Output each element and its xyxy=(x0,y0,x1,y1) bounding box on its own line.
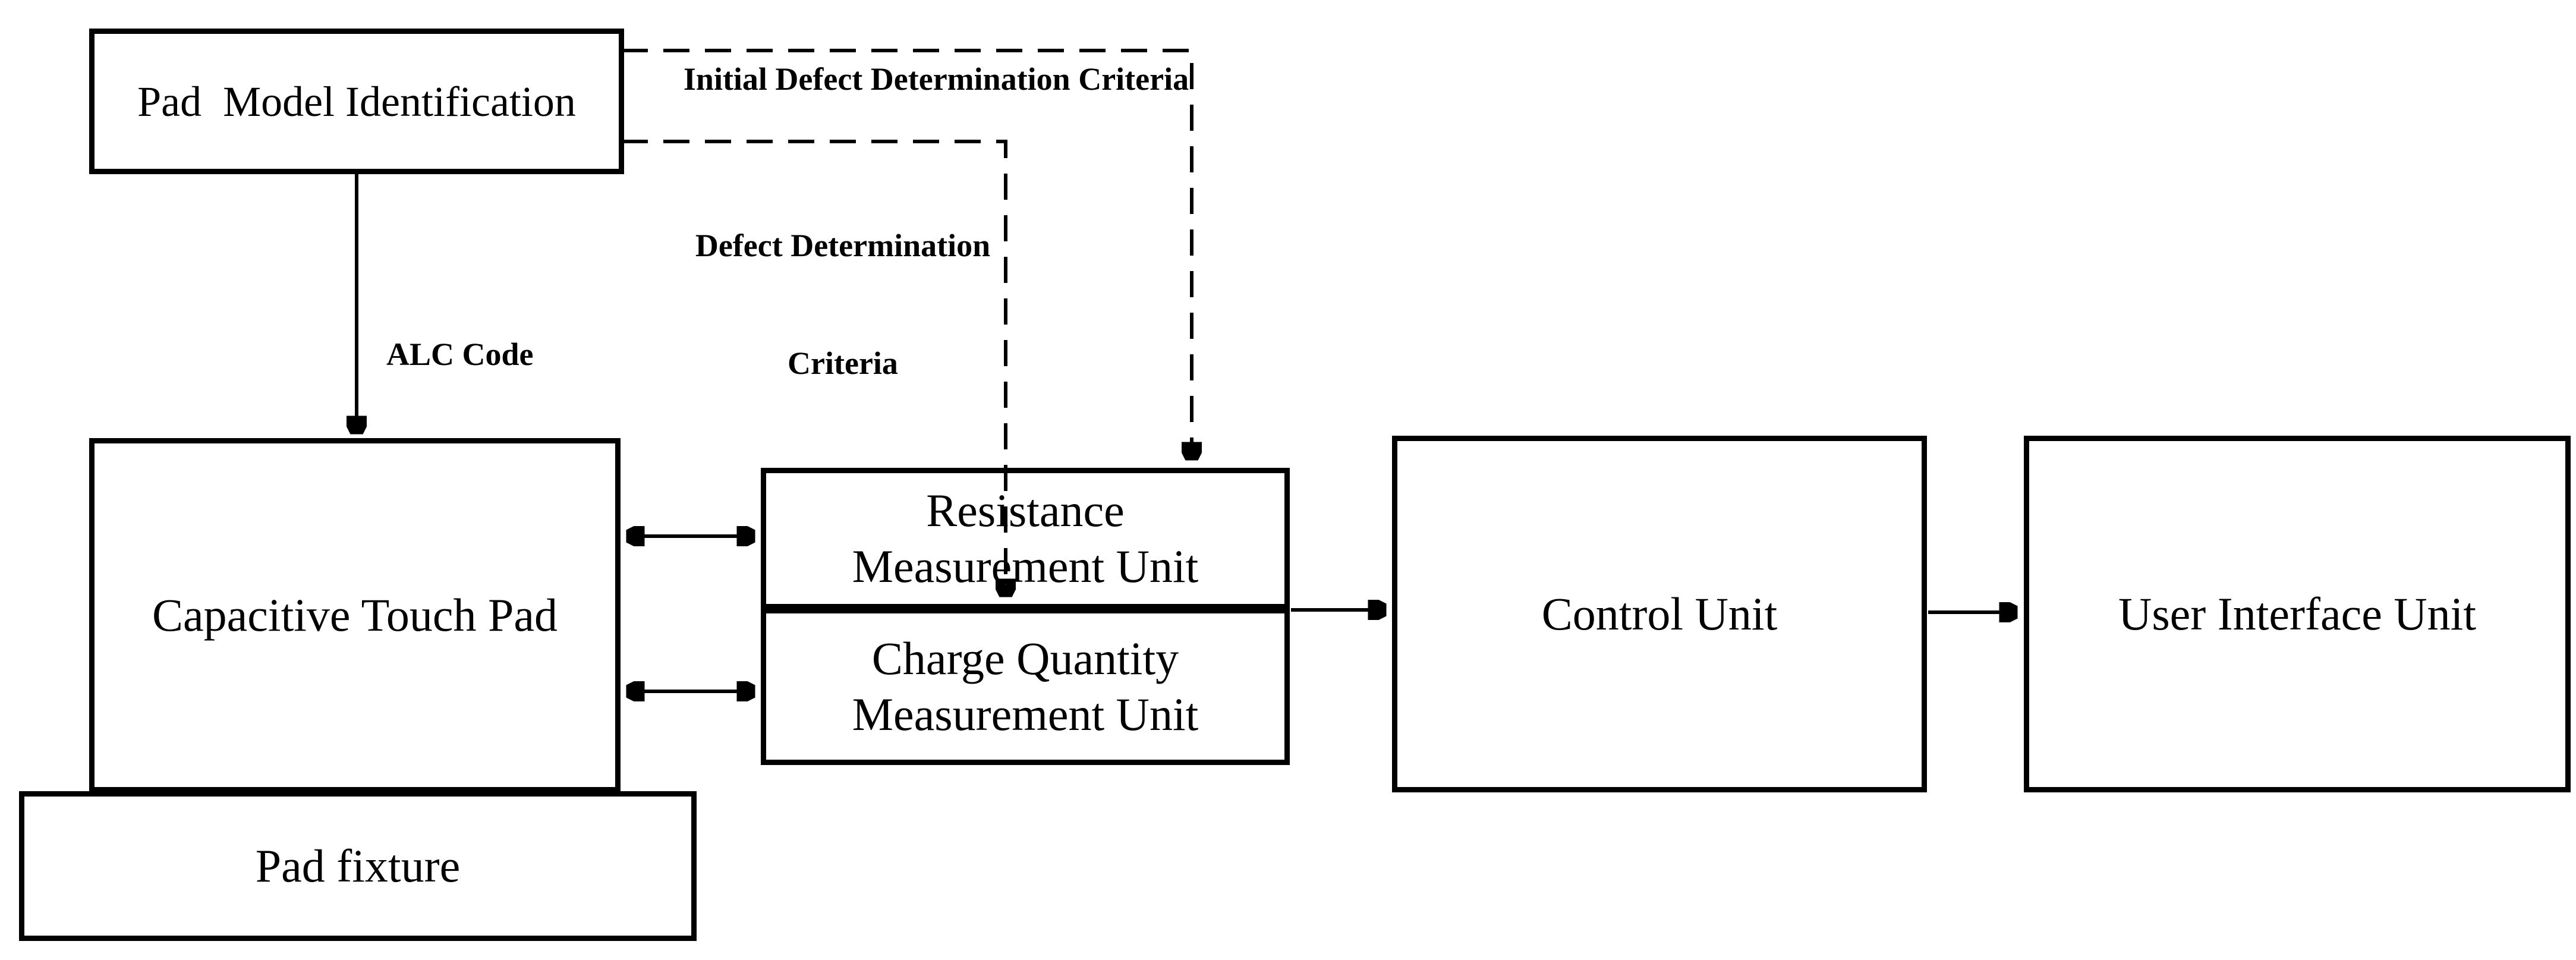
initial-defect-criteria-label: Initial Defect Determination Criteria xyxy=(683,61,1189,97)
pad-model-identification-box: Pad Model Identification xyxy=(89,29,624,174)
charge-label-line2: Measurement Unit xyxy=(852,688,1199,740)
defect-criteria-label-line1: Defect Determination xyxy=(695,228,991,263)
defect-criteria-label-line2: Criteria xyxy=(788,345,898,381)
user-interface-unit-label: User Interface Unit xyxy=(2118,588,2477,640)
resistance-measurement-unit-box: Resistance Measurement Unit xyxy=(766,473,1284,604)
charge-label-line1: Charge Quantity xyxy=(871,632,1179,684)
capacitive-touch-pad-label: Capacitive Touch Pad xyxy=(152,589,558,641)
measurement-units-box: Resistance Measurement Unit Charge Quant… xyxy=(761,468,1290,765)
measurement-units-divider xyxy=(766,604,1284,613)
resistance-label-line2: Measurement Unit xyxy=(852,540,1199,592)
control-unit-label: Control Unit xyxy=(1541,588,1778,640)
alc-code-label: ALC Code xyxy=(386,336,534,372)
pad-model-identification-label: Pad Model Identification xyxy=(137,77,576,125)
control-unit-box: Control Unit xyxy=(1392,436,1927,792)
capacitive-touch-pad-box: Capacitive Touch Pad xyxy=(89,438,621,792)
resistance-label-line1: Resistance xyxy=(926,484,1125,536)
charge-quantity-measurement-unit-box: Charge Quantity Measurement Unit xyxy=(766,613,1284,760)
defect-criteria-label: Defect Determination Criteria xyxy=(653,147,1033,461)
pad-fixture-label: Pad fixture xyxy=(255,840,461,892)
user-interface-unit-box: User Interface Unit xyxy=(2024,436,2571,792)
pad-fixture-box: Pad fixture xyxy=(19,791,697,941)
